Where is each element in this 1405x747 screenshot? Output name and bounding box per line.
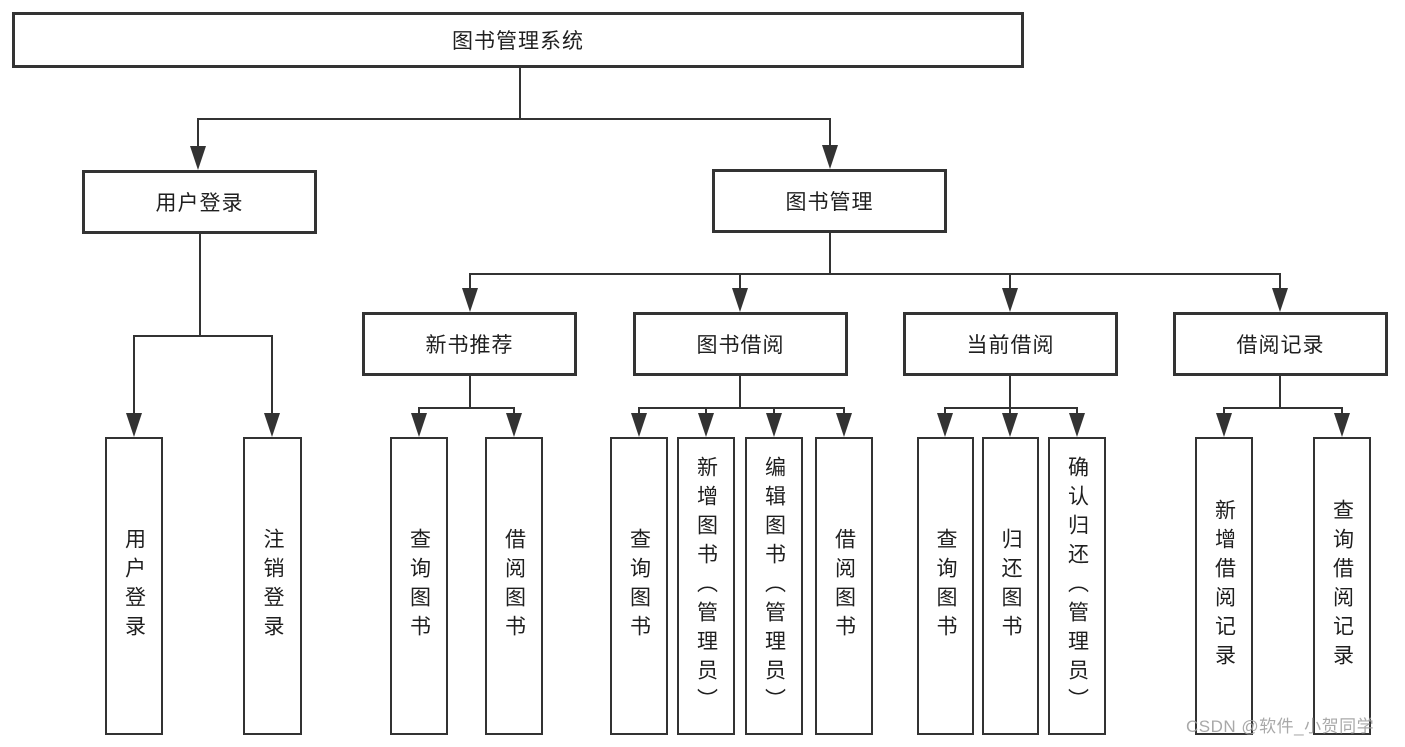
connector-stem [199,234,201,337]
node-current-borrowing: 当前借阅 [903,312,1118,376]
node-label: 图书管理 [785,191,874,214]
arrow-down-icon [411,413,427,437]
connector-drop [1341,407,1343,414]
node-leaf-cb-query-books: 查询图书 [917,437,974,735]
node-root: 图书管理系统 [12,12,1024,68]
connector-drop [1223,407,1225,414]
arrow-down-icon [1272,288,1288,312]
node-label: 归还图书 [999,528,1022,644]
node-leaf-bb-query-books: 查询图书 [610,437,668,735]
node-label: 查询图书 [934,528,957,644]
node-label: 借阅图书 [502,528,526,644]
connector-drop [133,335,135,414]
connector-bus [469,273,1281,275]
connector-bus [197,118,831,120]
arrow-down-icon [190,146,206,170]
arrow-down-icon [264,413,280,437]
connector-drop [705,407,707,414]
connector-drop [197,118,199,147]
arrow-down-icon [1002,413,1018,437]
node-user-login: 用户登录 [82,170,317,234]
arrow-down-icon [698,413,714,437]
connector-stem [1279,376,1281,409]
node-book-borrowing: 图书借阅 [633,312,848,376]
node-leaf-br-add-record: 新增借阅记录 [1195,437,1253,735]
node-label: 借阅图书 [832,528,856,644]
arrow-down-icon [1069,413,1085,437]
connector-drop [513,407,515,414]
arrow-down-icon [126,413,142,437]
connector-drop [944,407,946,414]
arrow-down-icon [462,288,478,312]
connector-drop [469,273,471,289]
node-leaf-nbr-borrow-books: 借阅图书 [485,437,543,735]
node-label: 新增借阅记录 [1212,499,1236,673]
connector-bus [1223,407,1343,409]
connector-bus [133,335,273,337]
connector-drop [739,273,741,289]
node-label: 当前借阅 [966,334,1055,357]
connector-bus [944,407,1078,409]
watermark-text: CSDN @软件_小贺同学 [1186,717,1375,736]
connector-drop [829,118,831,146]
connector-stem [469,376,471,409]
node-leaf-bb-add-books: 新增图书（管理员） [677,437,735,735]
node-label: 新书推荐 [425,334,514,357]
arrow-down-icon [631,413,647,437]
connector-drop [843,407,845,414]
node-label: 用户登录 [122,528,146,644]
node-label: 编辑图书（管理员） [762,455,786,717]
node-leaf-cb-return-books: 归还图书 [982,437,1039,735]
node-leaf-user-login: 用户登录 [105,437,163,735]
node-leaf-bb-edit-books: 编辑图书（管理员） [745,437,803,735]
node-leaf-br-query-record: 查询借阅记录 [1313,437,1371,735]
node-borrowing-records: 借阅记录 [1173,312,1388,376]
connector-stem [1009,376,1011,409]
arrow-down-icon [836,413,852,437]
node-label: 查询借阅记录 [1330,499,1354,673]
connector-bus [418,407,515,409]
node-new-book-recommend: 新书推荐 [362,312,577,376]
connector-drop [271,335,273,414]
connector-drop [1009,407,1011,414]
arrow-down-icon [1334,413,1350,437]
node-label: 用户登录 [155,192,244,215]
node-label: 查询图书 [627,528,651,644]
connector-stem [519,68,521,120]
connector-drop [773,407,775,414]
node-label: 借阅记录 [1236,334,1325,357]
node-label: 新增图书（管理员） [694,455,718,717]
connector-stem [739,376,741,409]
arrow-down-icon [766,413,782,437]
node-label: 图书借阅 [696,334,785,357]
arrow-down-icon [822,145,838,169]
arrow-down-icon [732,288,748,312]
node-leaf-logout: 注销登录 [243,437,302,735]
node-leaf-cb-confirm-return: 确认归还（管理员） [1048,437,1106,735]
node-book-management: 图书管理 [712,169,947,233]
connector-bus [638,407,845,409]
node-label: 查询图书 [407,528,431,644]
arrow-down-icon [937,413,953,437]
node-label: 确认归还（管理员） [1065,455,1089,717]
arrow-down-icon [506,413,522,437]
node-leaf-bb-borrow-books: 借阅图书 [815,437,873,735]
node-label: 注销登录 [261,528,284,644]
arrow-down-icon [1002,288,1018,312]
connector-drop [418,407,420,414]
connector-drop [1279,273,1281,289]
arrow-down-icon [1216,413,1232,437]
node-label: 图书管理系统 [452,30,584,53]
connector-stem [829,233,831,275]
node-leaf-nbr-query-books: 查询图书 [390,437,448,735]
connector-drop [638,407,640,414]
connector-drop [1009,273,1011,289]
connector-drop [1076,407,1078,414]
